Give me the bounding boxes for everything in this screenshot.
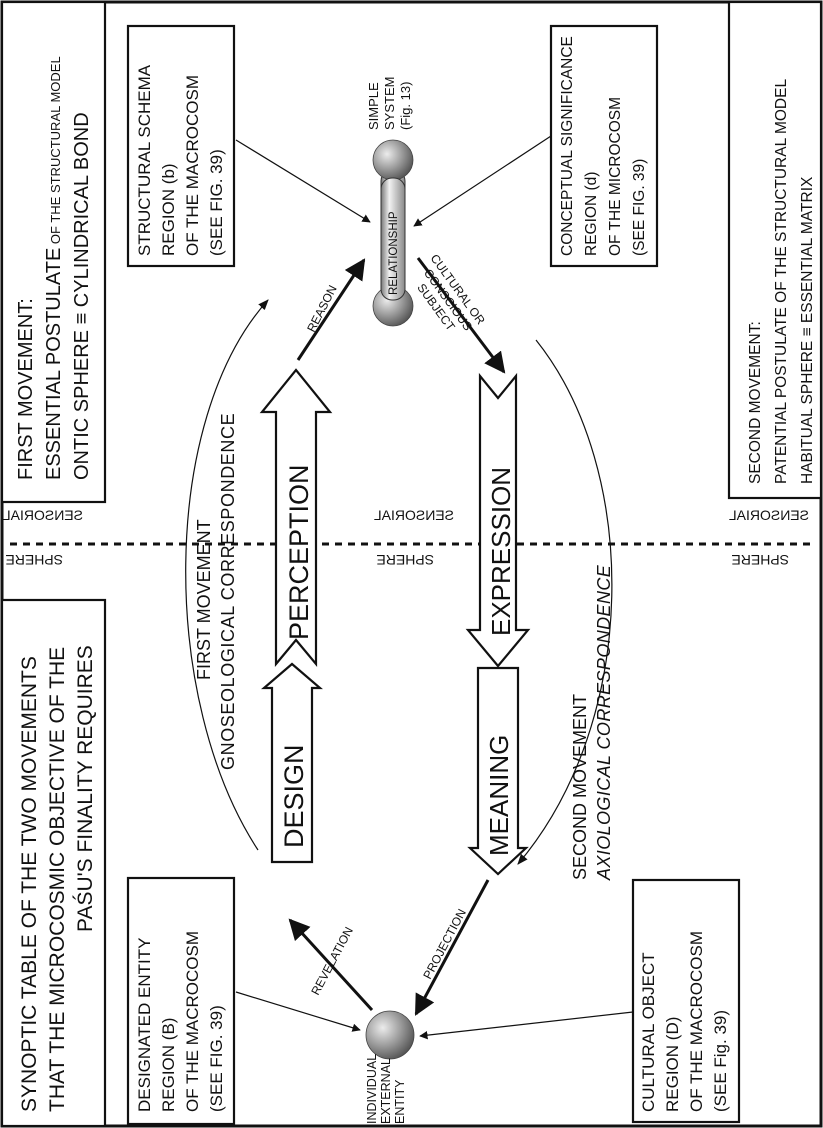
cultural-subject-label: CULTURAL OR CONSCIOUS SUBJECT	[414, 252, 488, 334]
sensorial-sphere-label-center: SPHERE SENSORIAL	[374, 507, 454, 568]
sensorial-label-right: SENSORIAL	[729, 507, 809, 523]
relationship-label: RELATIONSHIP	[388, 211, 400, 295]
cultural-object-line-1: CULTURAL OBJECT	[639, 952, 658, 1112]
cultural-object-line-4: (SEE Fig. 39)	[711, 1010, 730, 1112]
second-movement-line-1: SECOND MOVEMENT:	[747, 321, 764, 484]
conceptual-significance-line-1: CONCEPTUAL SIGNIFICANCE	[559, 36, 576, 256]
conceptual-significance-line-3: OF THE MICROCOSM	[607, 97, 624, 256]
designated-entity-connector	[235, 991, 361, 1032]
sphere-label-right: SPHERE	[731, 552, 789, 568]
sensorial-sphere-label-left: SPHERE SENSORIAL	[3, 507, 83, 568]
structural-schema-box: STRUCTURAL SCHEMA REGION (b) OF THE MACR…	[126, 24, 236, 268]
title-line-3: PAŚU'S FINALITY REQUIRES	[73, 645, 97, 932]
projection-arrow	[414, 879, 490, 1016]
second-movement-arc	[517, 339, 613, 865]
individual-entity-line-1: INDIVIDUAL	[365, 1054, 379, 1124]
structural-schema-line-2: REGION (b)	[159, 163, 178, 256]
second-movement-box: SECOND MOVEMENT: PATENTIAL POSTULATE OF …	[727, 0, 823, 500]
designated-entity-line-3: OF THE MACROCOSM	[183, 931, 202, 1112]
cultural-object-line-2: REGION (D)	[663, 1017, 682, 1112]
designated-entity-line-2: REGION (B)	[159, 1018, 178, 1112]
title-box: SYNOPTIC TABLE OF THE TWO MOVEMENTS THAT…	[0, 598, 107, 1128]
perception-label: PERCEPTION	[284, 464, 314, 640]
structural-schema-line-3: OF THE MACROCOSM	[183, 75, 202, 256]
simple-system-line-2: SYSTEM	[382, 77, 397, 130]
simple-system-line-3: (Fig. 13)	[398, 82, 413, 130]
first-movement-line-3: ONTIC SPHERE ≡ CYLINDRICAL BOND	[71, 112, 93, 480]
title-line-2: THAT THE MICROCOSMIC OBJECTIVE OF THE	[46, 647, 69, 1112]
structural-schema-line-4: (SEE FIG. 39)	[207, 149, 226, 256]
first-movement-box: FIRST MOVEMENT: ESSENTIAL POSTULATE OF T…	[0, 0, 107, 504]
individual-entity-line-3: ENTITY	[393, 1079, 407, 1124]
design-arrow: DESIGN	[261, 662, 323, 864]
reason-arrow	[296, 258, 366, 361]
sensorial-sphere-label-right: SPHERE SENSORIAL	[729, 507, 809, 568]
expression-label: EXPRESSION	[486, 467, 516, 636]
first-movement-line-2: ESSENTIAL POSTULATE	[43, 248, 65, 480]
first-movement-line-1: FIRST MOVEMENT:	[15, 298, 37, 480]
first-movement-arc-line-1: FIRST MOVEMENT	[194, 519, 214, 680]
structural-schema-connector	[235, 139, 371, 223]
sphere-label-left: SPHERE	[5, 552, 63, 568]
meaning-arrow: MEANING	[467, 666, 529, 876]
sphere-label-center: SPHERE	[376, 552, 434, 568]
cultural-object-connector	[419, 1011, 634, 1040]
perception-arrow: PERCEPTION	[259, 368, 333, 668]
sensorial-label-center: SENSORIAL	[374, 507, 454, 523]
individual-entity-label: INDIVIDUAL EXTERNAL ENTITY	[365, 1054, 407, 1124]
design-label: DESIGN	[279, 744, 309, 848]
second-movement-arc-line-2: AXIOLOGICAL CORRESPONDENCE	[594, 564, 614, 881]
meaning-label: MEANING	[484, 735, 514, 856]
first-movement-line-2-small: OF THE STRUCTURAL MODEL	[48, 56, 63, 247]
cultural-subject-arrow	[416, 257, 506, 374]
designated-entity-box: DESIGNATED ENTITY REGION (B) OF THE MACR…	[126, 876, 236, 1126]
simple-system: RELATIONSHIP	[372, 139, 414, 327]
top-sphere	[372, 139, 414, 181]
title-line-1: SYNOPTIC TABLE OF THE TWO MOVEMENTS	[18, 656, 41, 1112]
second-movement-arc-line-1: SECOND MOVEMENT	[570, 694, 590, 880]
conceptual-significance-box: CONCEPTUAL SIGNIFICANCE REGION (d) OF TH…	[549, 24, 659, 268]
simple-system-line-1: SIMPLE	[366, 82, 381, 130]
individual-entity-line-2: EXTERNAL	[379, 1058, 393, 1124]
simple-system-label: SIMPLE SYSTEM (Fig. 13)	[366, 77, 413, 130]
designated-entity-line-4: (SEE FIG. 39)	[207, 1005, 226, 1112]
first-movement-arc	[185, 299, 269, 851]
structural-schema-line-1: STRUCTURAL SCHEMA	[135, 64, 154, 256]
conceptual-significance-connector	[413, 135, 552, 227]
second-movement-line-2: PATENTIAL POSTULATE OF THE STRUCTURAL MO…	[773, 79, 790, 484]
conceptual-significance-line-2: REGION (d)	[583, 172, 600, 256]
second-movement-arc-label: SECOND MOVEMENT AXIOLOGICAL CORRESPONDEN…	[570, 564, 614, 881]
cultural-object-box: CULTURAL OBJECT REGION (D) OF THE MACROC…	[631, 878, 741, 1124]
first-movement-arc-label: FIRST MOVEMENT GNOSEOLOGICAL CORRESPONDE…	[194, 413, 238, 770]
expression-arrow: EXPRESSION	[465, 372, 531, 668]
designated-entity-line-1: DESIGNATED ENTITY	[135, 938, 154, 1112]
conceptual-significance-line-4: (SEE FIG. 39)	[631, 159, 648, 256]
individual-entity-sphere	[365, 1010, 415, 1060]
svg-text:ESSENTIAL POSTULATE OF THE STR: ESSENTIAL POSTULATE OF THE STRUCTURAL MO…	[43, 56, 65, 480]
projection-label: PROJECTION	[420, 907, 469, 982]
first-movement-arc-line-2: GNOSEOLOGICAL CORRESPONDENCE	[218, 413, 238, 770]
second-movement-line-3: HABITUAL SPHERE ≡ ESSENTIAL MATRIX	[799, 176, 816, 484]
revelation-arrow	[288, 918, 374, 1012]
cultural-object-line-3: OF THE MACROCOSM	[687, 931, 706, 1112]
reason-label: REASON	[304, 283, 339, 335]
sensorial-label-left: SENSORIAL	[3, 507, 83, 523]
